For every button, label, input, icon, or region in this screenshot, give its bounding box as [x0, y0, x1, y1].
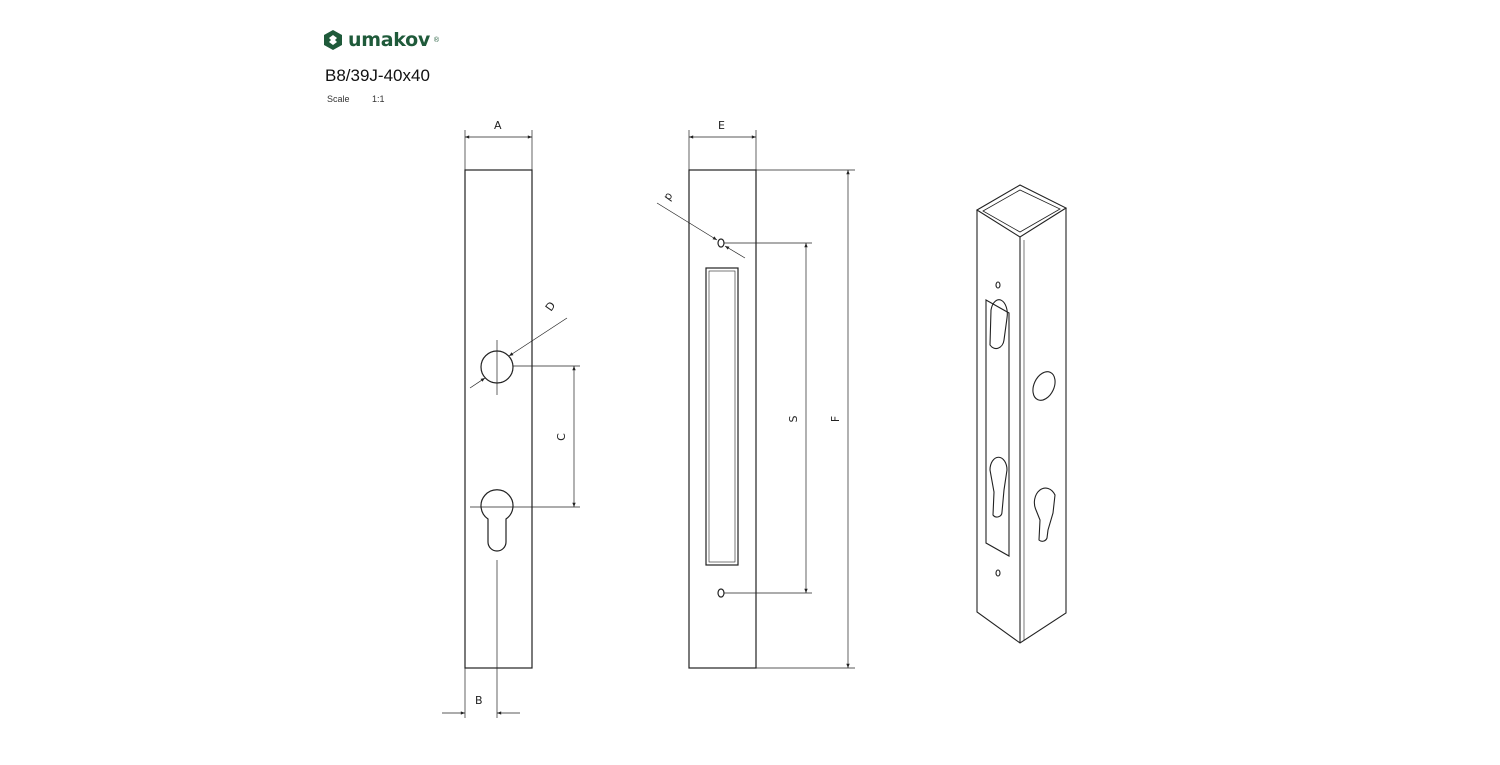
drawing-code: B8/39J-40x40: [325, 66, 430, 85]
logo-icon: [324, 30, 342, 50]
screw-hole-bottom: [717, 588, 725, 598]
cylinder-keyhole: [480, 489, 514, 552]
dim-label-s: S: [787, 415, 800, 422]
dim-label-c: C: [555, 433, 568, 441]
brand-name: umakov: [348, 29, 430, 51]
side-view: [656, 130, 855, 669]
dim-label-f: F: [829, 416, 842, 422]
dim-label-e: E: [718, 119, 725, 132]
dim-label-d: D: [543, 299, 559, 313]
dim-label-a: A: [494, 119, 502, 132]
dim-label-b: B: [475, 694, 483, 707]
front-view: [442, 130, 580, 718]
isometric-view: [975, 184, 1068, 644]
registered-mark: ®: [433, 36, 440, 44]
scale-info: Scale 1:1: [327, 94, 405, 104]
scale-label: Scale: [327, 94, 350, 104]
brand-logo: umakov ®: [322, 29, 439, 51]
screw-hole-top: [717, 238, 725, 248]
dim-label-d-small: d: [662, 190, 677, 203]
scale-value: 1:1: [372, 94, 385, 104]
